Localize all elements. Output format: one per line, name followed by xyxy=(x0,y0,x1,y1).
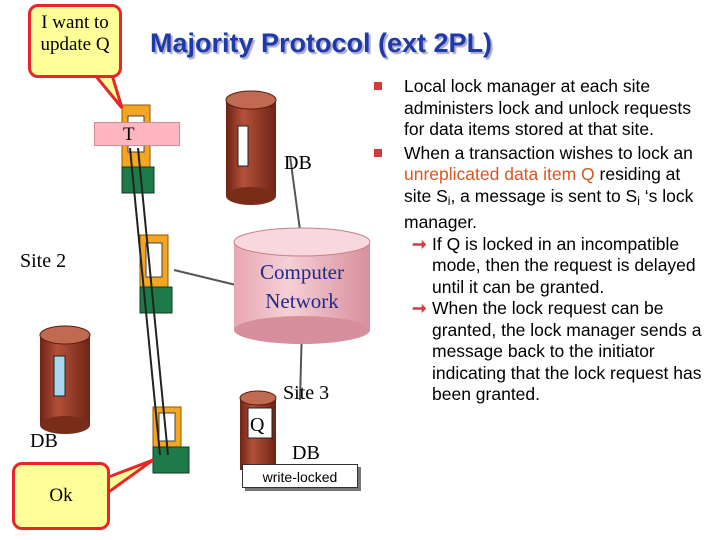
arrow-bullet-icon: ➞ xyxy=(412,233,427,254)
request-callout: I want to update Q xyxy=(28,4,122,78)
transaction-label: T xyxy=(94,122,180,146)
highlighted-term: unreplicated data item Q xyxy=(404,164,595,184)
site2-db-label: DB xyxy=(30,430,58,452)
bullet-list: Local lock manager at each site administ… xyxy=(372,76,712,406)
bullet-text: When a transaction wishes to lock an unr… xyxy=(404,142,694,233)
site3-db-label: DB xyxy=(292,442,320,464)
arrow-bullet-icon: ➞ xyxy=(412,298,427,318)
computer-network-icon xyxy=(233,227,371,344)
site3-label: Site 3 xyxy=(283,382,330,404)
site1-db-icon xyxy=(225,90,277,205)
bullet-item: When a transaction wishes to lock an unr… xyxy=(372,143,712,234)
sub-bullet-text: When the lock request can be granted, th… xyxy=(432,298,702,404)
site3-db-icon xyxy=(239,390,277,470)
bullet-marker xyxy=(374,82,382,90)
data-item-q-label: Q xyxy=(250,414,265,436)
bullet-text: Local lock manager at each site administ… xyxy=(404,76,691,139)
site2-label: Site 2 xyxy=(20,250,67,272)
site1-db-label: DB xyxy=(284,152,312,174)
slide-title: Majority Protocol (ext 2PL) xyxy=(150,28,493,58)
bullet-marker xyxy=(374,148,382,157)
computer-network-label: Computer Network xyxy=(260,260,344,313)
sub-bullet-item: ➞ If Q is locked in an incompatible mode… xyxy=(372,234,712,299)
write-locked-label: write-locked xyxy=(242,464,358,488)
reply-callout: Ok xyxy=(12,462,110,530)
request-callout-tail xyxy=(91,73,124,109)
reply-callout-tail xyxy=(104,458,154,497)
sub-bullet-text: If Q is locked in an incompatible mode, … xyxy=(432,233,696,297)
sub-bullet-item: ➞ When the lock request can be granted, … xyxy=(372,298,712,406)
site2-terminal-icon xyxy=(139,234,173,314)
message-path xyxy=(129,147,169,456)
site2-db-icon xyxy=(39,325,91,434)
bullet-item: Local lock manager at each site administ… xyxy=(372,76,712,141)
